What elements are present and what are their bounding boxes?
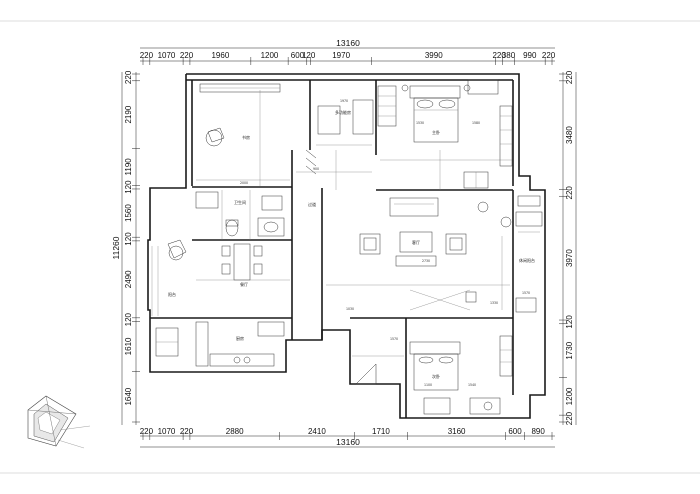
svg-text:1330: 1330 [490,301,498,305]
top-segment-dim: 380 [502,51,516,60]
top-segment-dim: 600 [291,51,305,60]
bottom-total-dim: 13160 [336,437,360,447]
top-segment-dim: 220 [542,51,556,60]
svg-text:1540: 1540 [468,383,476,387]
study-label: 书房 [242,134,250,140]
master-bedroom: 主卧 1530 1580 [380,79,513,190]
left-segment-dim: 2490 [124,270,133,288]
living-room: 客厅 2730 1330 [326,197,510,311]
right-segment-dim: 3970 [565,249,574,267]
study-room: 书房 [196,83,290,186]
bottom-segment-dim: 890 [531,427,545,436]
master-bed-label: 主卧 [432,129,440,135]
dining-room: 餐厅 [196,243,290,287]
top-segment-dim: 220 [140,51,154,60]
left-dimension-chain: 220 2190 1190 120 1560 120 2490 120 1610 1640 112… [111,70,140,425]
left-segment-dim: 120 [124,312,133,326]
top-segment-dim: 990 [523,51,537,60]
wc-label: 卫生间 [234,199,246,205]
left-segment-dim: 220 [124,70,133,84]
balcony-label: 阳台 [168,291,176,297]
top-segment-dim: 1970 [332,51,350,60]
svg-text:1100: 1100 [424,383,432,387]
bottom-segment-dim: 220 [140,427,154,436]
top-segment-dim: 220 [492,51,506,60]
leisure-balcony: 休闲阳台 1570 [500,195,543,313]
second-bedroom: 次卧 1100 1540 1570 [352,335,513,415]
bottom-dimension-chain: 220 1070 220 2880 2410 1710 3160 600 890 13160 [140,427,555,448]
kitchen: 厨房 [155,321,285,367]
top-segment-dim: 120 [302,51,316,60]
guest-bathroom: 卫生间 过道 [195,190,316,240]
dining-label: 餐厅 [240,281,248,287]
living-balcony: 阳台 [151,239,187,316]
bottom-segment-dim: 1710 [372,427,390,436]
left-segment-dim: 120 [124,232,133,246]
bottom-segment-dim: 2880 [226,427,244,436]
bottom-segment-dim: 3160 [448,427,466,436]
exterior-walls [147,73,546,419]
second-bed-label: 次卧 [432,373,440,379]
bottom-segment-dim: 1070 [158,427,176,436]
top-segment-dim: 1070 [158,51,176,60]
bottom-segment-dim: 220 [180,427,194,436]
left-segment-dim: 2190 [124,105,133,123]
right-segment-dim: 1730 [565,341,574,359]
living-label: 客厅 [412,239,420,245]
left-segment-dim: 1190 [124,158,133,176]
right-segment-dim: 220 [565,70,574,84]
left-segment-dim: 1560 [124,204,133,222]
svg-text:1030: 1030 [346,307,354,311]
svg-text:1570: 1570 [390,337,398,341]
svg-text:1580: 1580 [472,121,480,125]
svg-text:2000: 2000 [240,181,248,185]
right-segment-dim: 220 [565,411,574,425]
bottom-segment-dim: 600 [508,427,522,436]
svg-text:1570: 1570 [522,291,530,295]
corridor-details: 900 2000 1030 [240,149,372,311]
left-total-dim: 11260 [111,236,121,259]
compass-logo-icon [27,395,91,449]
top-segment-dim: 3990 [425,51,443,60]
right-segment-dim: 220 [565,186,574,200]
bottom-segment-dim: 2410 [308,427,326,436]
svg-text:2730: 2730 [422,259,430,263]
left-segment-dim: 120 [124,180,133,194]
svg-text:1970: 1970 [340,99,348,103]
top-total-dim: 13160 [336,38,360,48]
right-dimension-chain: 220 3480 220 3970 120 1730 1200 220 [559,70,577,425]
top-segment-dim: 1200 [261,51,279,60]
kitchen-label: 厨房 [236,335,244,341]
interior-walls [150,79,514,418]
leisure-balcony-label: 休闲阳台 [519,257,535,263]
left-segment-dim: 1610 [124,337,133,355]
svg-text:900: 900 [313,167,319,171]
right-segment-dim: 1200 [565,387,574,405]
svg-text:1530: 1530 [416,121,424,125]
corridor-label: 过道 [308,201,316,207]
left-segment-dim: 1640 [124,387,133,405]
right-segment-dim: 3480 [565,126,574,144]
multi-function-room: 多功能房 1970 [316,85,397,146]
top-segment-dim: 220 [180,51,194,60]
top-segment-dim: 1960 [211,51,229,60]
right-segment-dim: 120 [565,315,574,329]
multi-room-label: 多功能房 [335,109,351,115]
